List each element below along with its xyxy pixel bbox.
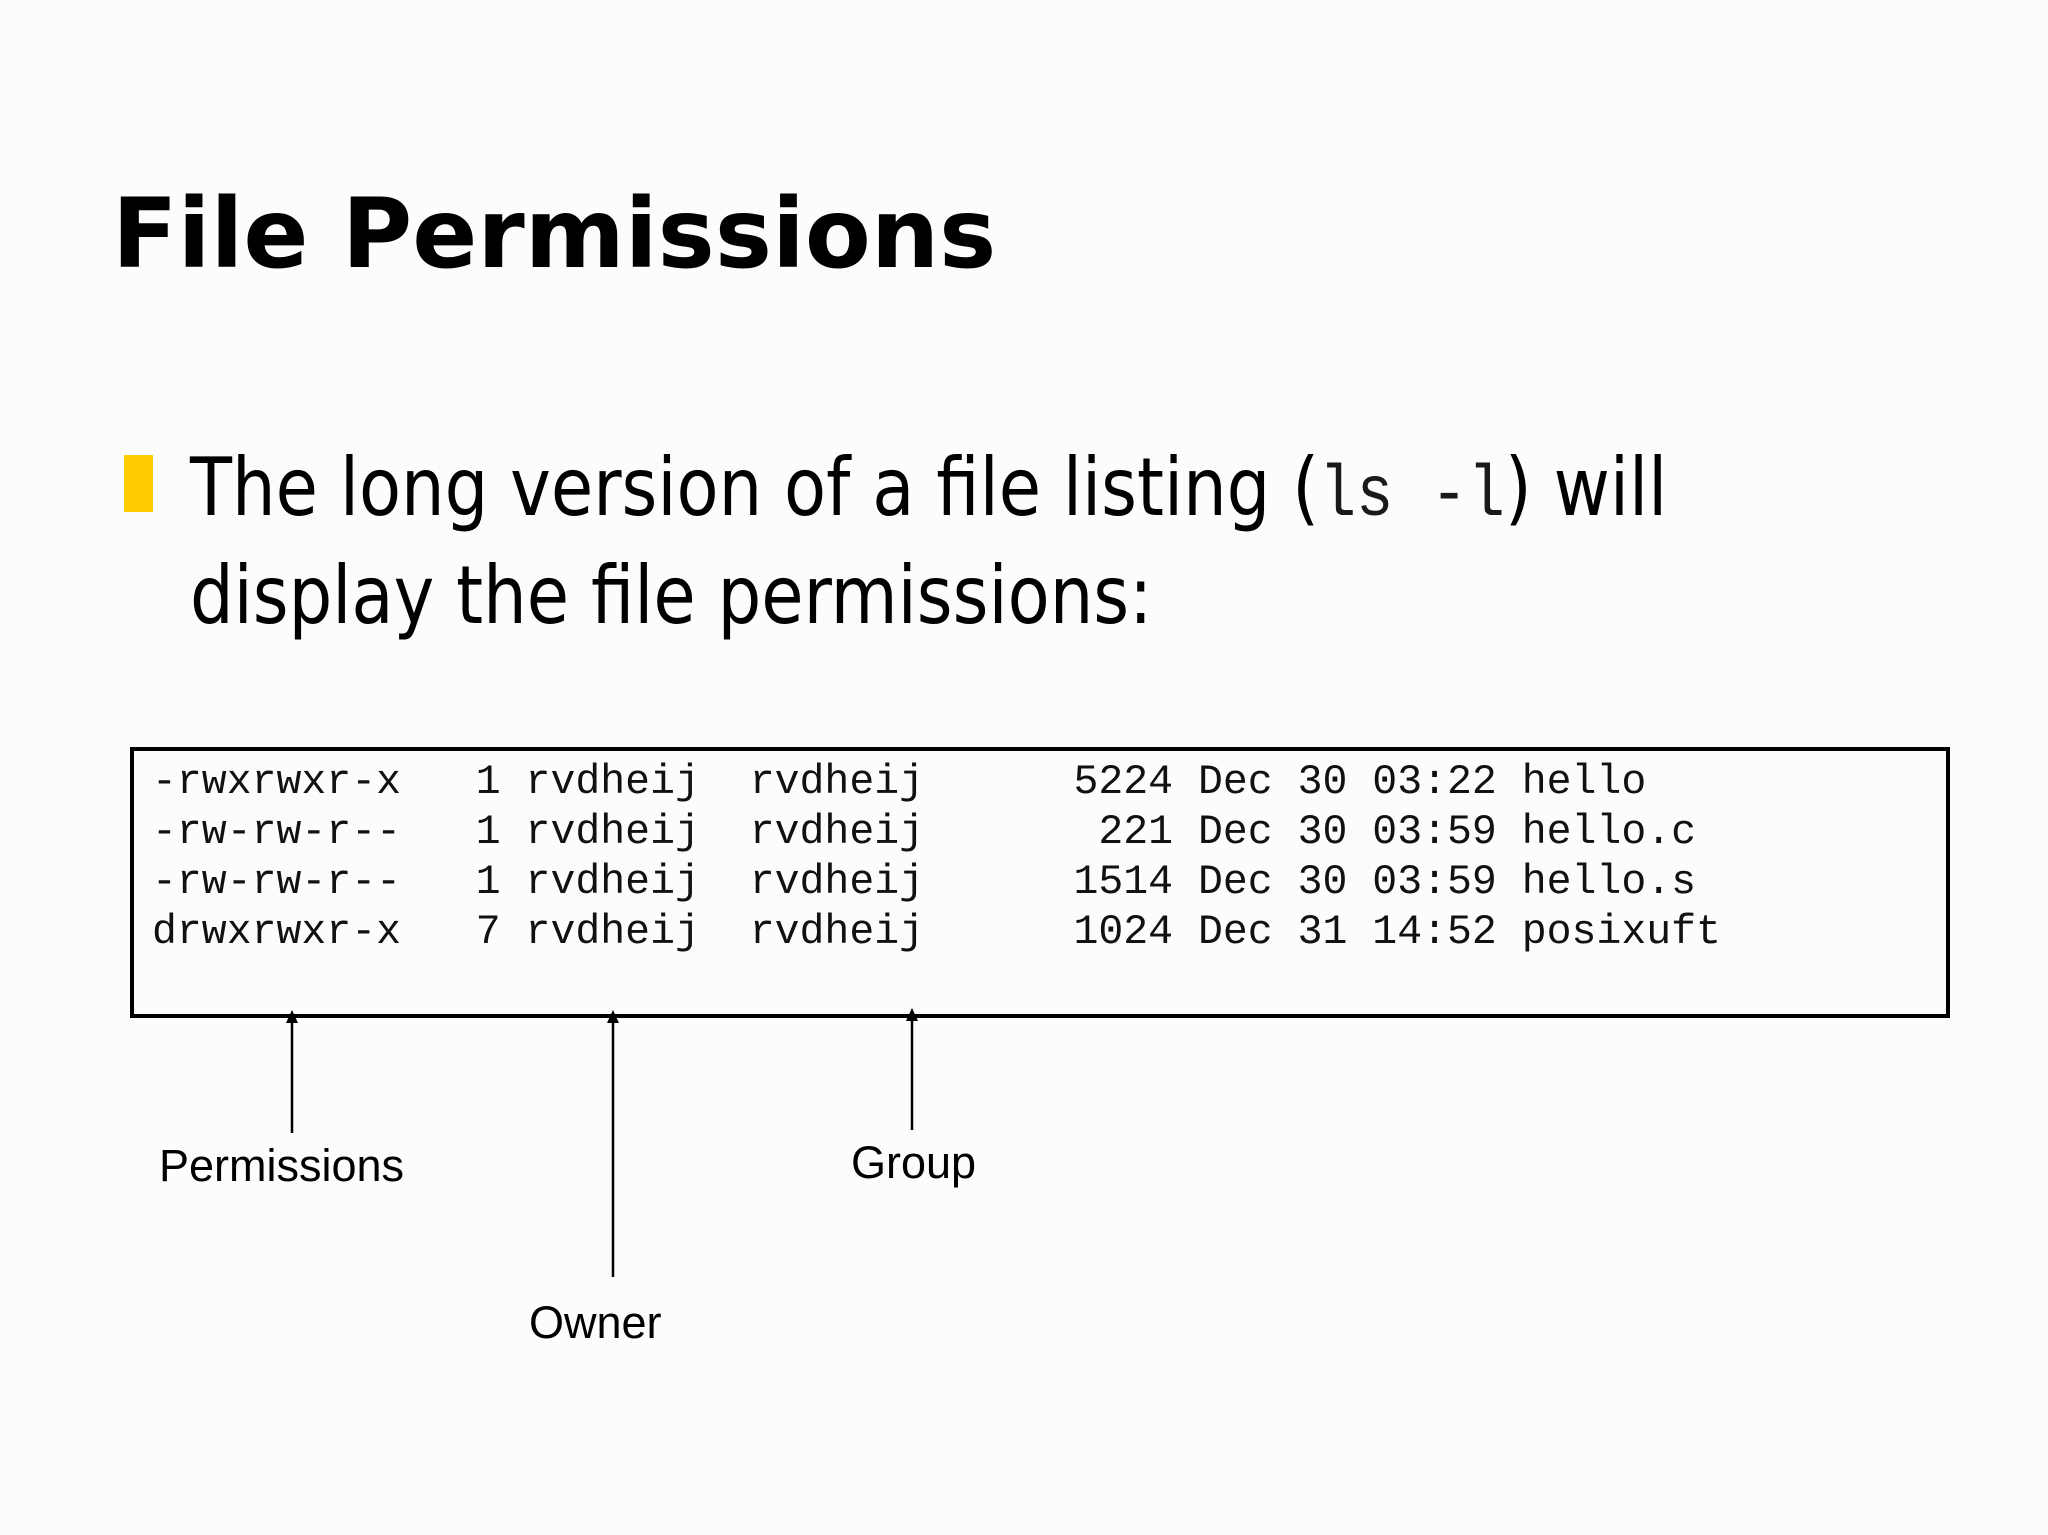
file-listing-box: -rwxrwxr-x 1 rvdheij rvdheij 5224 Dec 30… xyxy=(130,747,1950,1018)
bullet-text: The long version of a file listing (ls -… xyxy=(190,438,1721,646)
group-arrow xyxy=(906,1008,918,1130)
permissions-arrow xyxy=(286,1010,298,1133)
listing-line: -rw-rw-r-- 1 rvdheij rvdheij 221 Dec 30 … xyxy=(152,809,1697,856)
bullet-text-before: The long version of a file listing ( xyxy=(190,441,1320,534)
owner-label: Owner xyxy=(529,1297,662,1348)
listing-line: -rw-rw-r-- 1 rvdheij rvdheij 1514 Dec 30… xyxy=(152,859,1697,906)
group-label: Group xyxy=(851,1137,977,1188)
listing-line: drwxrwxr-x 7 rvdheij rvdheij 1024 Dec 31… xyxy=(152,909,1721,956)
bullet-text-line2: display the file permissions: xyxy=(190,549,1153,642)
owner-arrow xyxy=(607,1010,619,1277)
bullet-code: ls -l xyxy=(1319,455,1505,537)
bullet-marker xyxy=(124,455,153,512)
permissions-label: Permissions xyxy=(159,1140,405,1191)
slide-title: File Permissions xyxy=(112,178,997,290)
bullet-text-after: ) will xyxy=(1504,441,1668,534)
listing-line: -rwxrwxr-x 1 rvdheij rvdheij 5224 Dec 30… xyxy=(152,759,1647,806)
